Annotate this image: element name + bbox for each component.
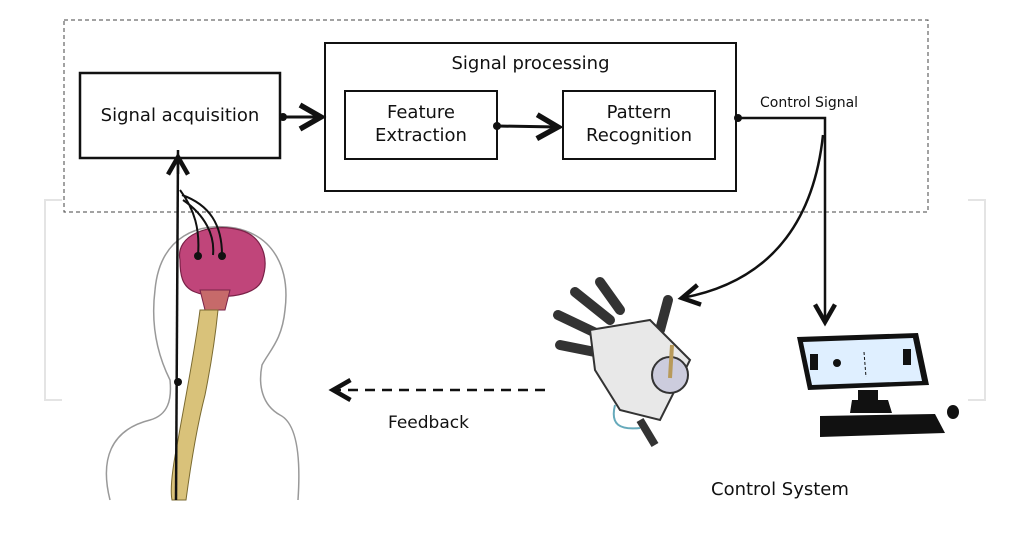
feature-extraction-box <box>344 90 498 160</box>
connector-feature-to-pattern <box>493 112 564 142</box>
control-signal-label: Control Signal <box>760 95 859 111</box>
signal-processing-label: Signal processing <box>451 53 610 74</box>
control-signal-connector <box>677 114 837 327</box>
robotic-hand-illustration <box>553 277 692 448</box>
feature-extraction-line-1: Feature <box>386 102 456 123</box>
feature-extraction-line-2: Extraction <box>375 125 467 147</box>
feedback-label: Feedback <box>388 413 469 433</box>
pattern-recognition-label: Pattern Recognition <box>563 101 715 148</box>
pattern-recognition-box <box>562 90 716 160</box>
human-head-brain-spine-illustration <box>105 149 300 501</box>
signal-acquisition-box <box>78 71 282 160</box>
computer-with-pong-game-icon <box>797 333 959 437</box>
faint-frame <box>44 199 986 401</box>
control-system-label: Control System <box>711 479 849 500</box>
signal-acquisition-label: Signal acquisition <box>100 105 260 126</box>
pattern-recognition-line-2: Recognition <box>586 125 692 147</box>
bci-system-boundary <box>63 19 929 213</box>
pattern-recognition-line-1: Pattern <box>606 102 672 123</box>
connector-acq-to-processing <box>279 102 327 132</box>
feature-extraction-label: Feature Extraction <box>345 101 497 148</box>
